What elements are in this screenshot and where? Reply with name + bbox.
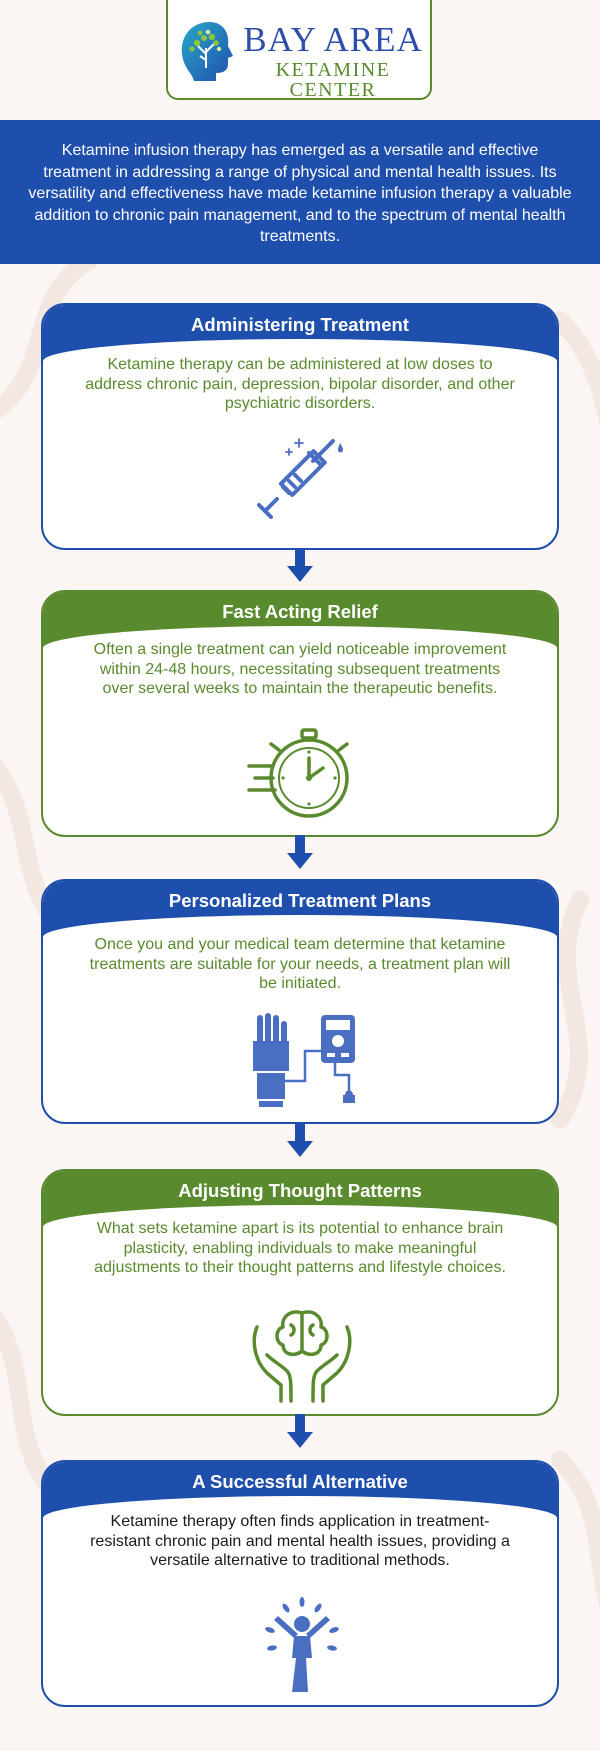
section-card-fast-acting-relief: Fast Acting Relief Often a single treatm… [41,590,559,837]
syringe-icon [257,438,344,519]
section-header-curve [43,626,557,666]
down-arrow-icon [287,835,313,869]
stopwatch-icon [247,728,349,818]
logo-subtitle: KETAMINE CENTER [275,59,391,101]
section-body: Ketamine therapy often finds application… [90,1513,510,1569]
section-body: Once you and your medical team determine… [89,936,511,992]
section-card-personalized-treatment-plans: Personalized Treatment Plans Once you an… [41,879,559,1124]
intro-text: Ketamine infusion therapy has emerged as… [28,142,572,245]
logo-badge: BAY AREA KETAMINE CENTER [166,0,432,100]
intro-banner: Ketamine infusion therapy has emerged as… [0,120,600,264]
section-header-curve [43,1496,557,1536]
section-title: Personalized Treatment Plans [168,890,432,911]
section-card-a-successful-alternative: A Successful Alternative Ketamine therap… [41,1460,559,1707]
section-header-curve [43,1205,557,1245]
section-title: Fast Acting Relief [222,601,378,622]
section-body: Ketamine therapy can be administered at … [85,356,515,412]
section-header-curve [43,915,557,955]
section-body: Often a single treatment can yield notic… [93,641,507,697]
section-header-curve [43,339,557,379]
section-card-adjusting-thought-patterns: Adjusting Thought Patterns What sets ket… [41,1169,559,1416]
section-card-administering-treatment: Administering Treatment Ketamine therapy… [41,303,559,550]
down-arrow-icon [287,1123,313,1157]
section-title: Administering Treatment [191,314,409,335]
section-title: A Successful Alternative [192,1471,408,1492]
iv-pump-icon [253,1013,355,1107]
brain-hands-icon [252,1310,352,1403]
logo-head-tree-icon [181,22,233,81]
person-celebrating-icon [265,1597,339,1692]
down-arrow-icon [287,1414,313,1448]
section-body: What sets ketamine apart is its potentia… [94,1220,506,1276]
down-arrow-icon [287,548,313,582]
logo-title: BAY AREA [243,20,423,59]
section-title: Adjusting Thought Patterns [178,1180,422,1201]
